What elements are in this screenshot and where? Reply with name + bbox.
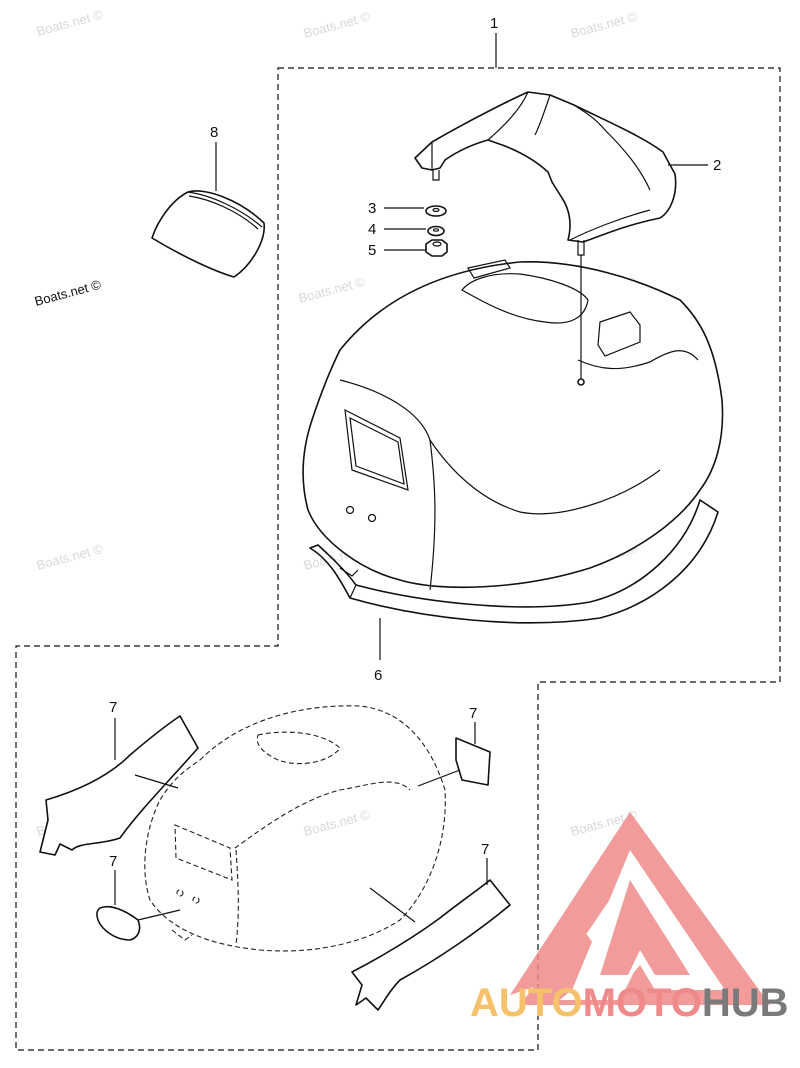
logo-text: AUTOMOTOHUB [470,981,789,1025]
callout-2: 2 [713,157,721,174]
part-4-washer [427,225,445,237]
part-6-seal [309,499,719,624]
part-2-handle [414,91,677,256]
logo-text-hub: HUB [702,981,789,1025]
callout-8: 8 [210,124,218,141]
leader-7a-ref [134,774,179,789]
part-7-decal-front [96,905,141,941]
watermark: Boats.net © [35,7,105,39]
logo-text-moto: MOTO [583,981,702,1025]
callout-4: 4 [368,221,376,238]
top-cowling [302,259,724,591]
part-7-decal-left [39,715,199,856]
leader-7b-ref [417,769,461,787]
part-8-pad [151,190,265,278]
watermark: Boats.net © [569,9,639,41]
part-7-decal-right [455,737,491,786]
part-7-decal-rear [351,879,511,1011]
decal-reference-cowling [144,705,446,952]
callout-7a: 7 [109,699,117,716]
callout-7d: 7 [481,841,489,858]
callout-7b: 7 [469,705,477,722]
assembly-boundary [15,67,781,1051]
watermark: Boats.net © [302,807,372,839]
bolt-hole [577,378,585,386]
watermark: Boats.net © [302,9,372,41]
leader-7c-ref [137,909,181,921]
callout-1: 1 [490,15,498,32]
callout-3: 3 [368,200,376,217]
leader-7d-ref [369,887,416,923]
automotohub-logo: AUTOMOTOHUB [470,812,789,1025]
callout-7c: 7 [109,853,117,870]
callout-5: 5 [368,242,376,259]
logo-triangle [510,812,770,1005]
logo-text-auto: AUTO [470,981,583,1025]
watermark: Boats.net © [297,274,367,306]
watermark: Boats.net © [35,541,105,573]
copyright-text: Boats.net © [33,277,103,309]
callout-6: 6 [374,667,382,684]
part-3-washer [425,205,447,217]
part-5-nut [425,239,448,257]
